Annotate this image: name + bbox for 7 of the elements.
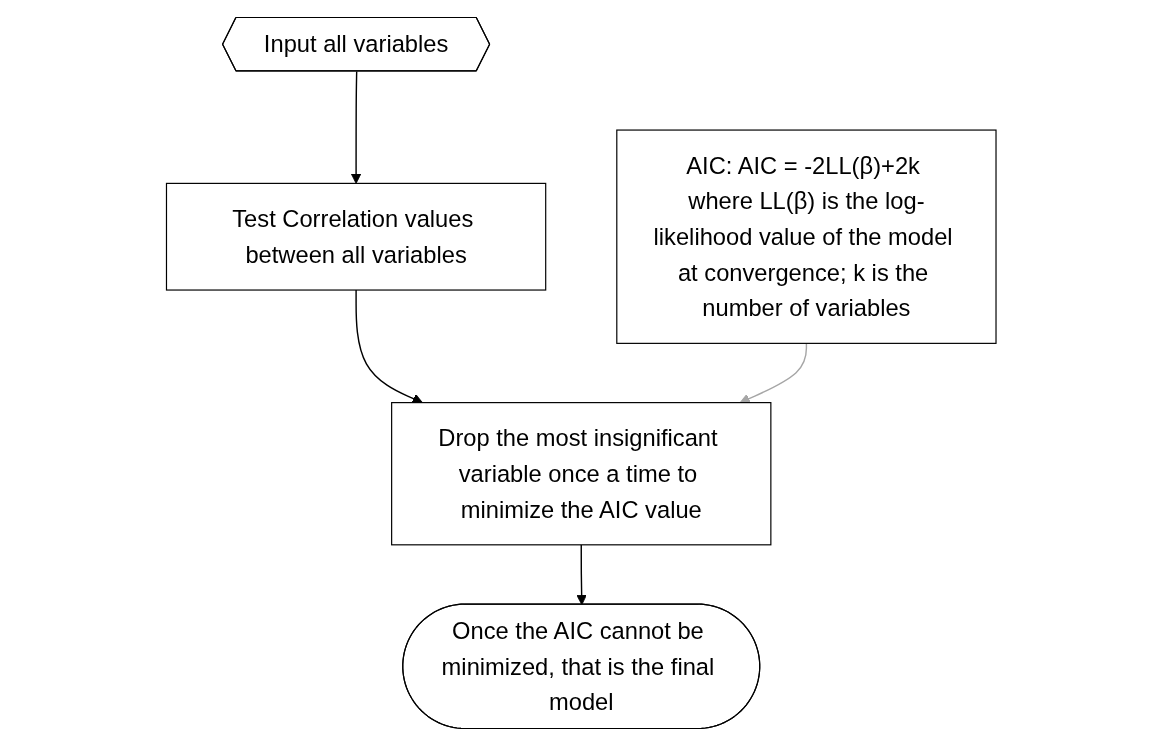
node-box: Drop the most insignificant variable once a time to minimize the AIC value	[391, 402, 772, 546]
node-box: Test Correlation values between all variables	[166, 182, 547, 291]
arrow	[739, 342, 808, 404]
arrow	[576, 544, 588, 606]
arrow	[351, 70, 362, 184]
arrow	[355, 289, 424, 404]
node-box: AIC: AIC = -2LL(β)+2k where LL(β) is the log-likelihood value of the model at convergence; k is the number of variables	[616, 129, 997, 344]
